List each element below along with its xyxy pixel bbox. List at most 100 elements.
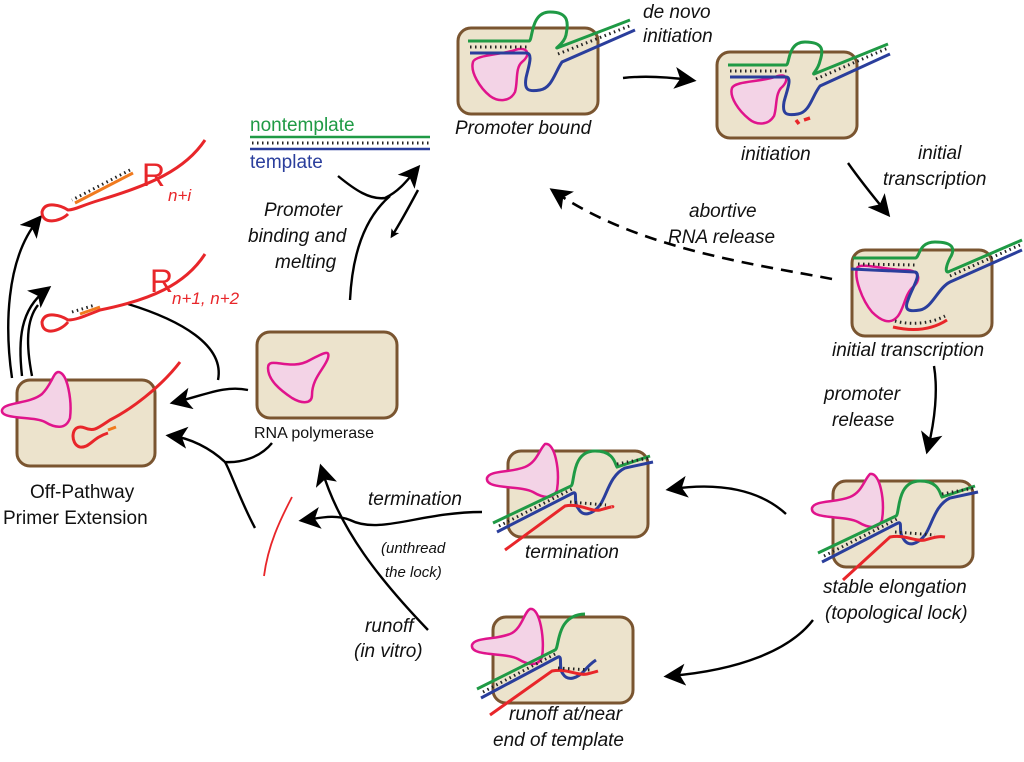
base-pairs <box>941 486 975 496</box>
state-initial-transcription: initial transcription <box>832 238 1023 361</box>
primer-strand <box>74 171 134 205</box>
arrow-promoter-binding <box>337 164 421 200</box>
product-rni: R n+i <box>40 139 207 223</box>
polymerase-icon <box>470 607 545 666</box>
nontemplate-strand <box>728 40 889 76</box>
label-abortive-1: abortive <box>689 201 757 222</box>
label-runoff-2: (in vitro) <box>354 641 423 662</box>
base-pairs <box>71 303 96 314</box>
template-strand <box>470 28 636 93</box>
label-abortive-2: RNA release <box>668 227 775 248</box>
product-rn12: R n+1, n+2 <box>40 253 240 333</box>
state-termination: termination <box>485 442 654 563</box>
rna-hairpin <box>40 139 207 223</box>
rna-hairpin <box>71 361 182 449</box>
rna-transcript <box>892 318 948 331</box>
label-off-pathway-1: Off-Pathway <box>30 482 135 503</box>
arrow-rna-stem <box>223 461 257 529</box>
state-rna-polymerase: RNA polymerase <box>254 330 399 442</box>
label-de-novo-1: de novo <box>643 2 711 23</box>
arrow-to-rn12-inner <box>26 304 39 377</box>
label-promoter-release-2: release <box>832 410 894 431</box>
dna-legend: nontemplate template <box>250 115 430 173</box>
label-unthread-2: the lock) <box>385 564 442 581</box>
base-pairs <box>569 500 607 507</box>
polymerase-icon <box>0 370 72 428</box>
label-off-pathway-2: Primer Extension <box>3 508 148 529</box>
label-initiation: initiation <box>741 144 811 165</box>
template-strand <box>850 248 1023 313</box>
released-rna <box>263 496 293 577</box>
arrow-pol-to-offpathway <box>169 387 249 410</box>
template-strand <box>480 655 597 700</box>
template-strand <box>496 460 654 534</box>
nontemplate-strand <box>817 479 976 555</box>
label-termination-state: termination <box>525 542 619 563</box>
rna-transcript <box>489 668 599 717</box>
base-pairs <box>557 23 633 56</box>
label-promoter-release-1: promoter <box>823 384 901 405</box>
label-initial-transcription: initial transcription <box>832 340 984 361</box>
base-pairs <box>71 168 131 202</box>
arrow-runoff-recycle <box>315 463 429 631</box>
base-pairs <box>616 456 650 466</box>
label-runoff-state-1: runoff at/near <box>509 704 623 725</box>
label-de-novo-2: initiation <box>643 26 713 47</box>
label-promoter-binding-2: binding and <box>248 226 348 247</box>
arrow-initial-transcription <box>847 162 891 218</box>
nucleotide-1 <box>794 118 801 126</box>
arrow-promoter-release <box>921 365 943 455</box>
state-initiation: initiation <box>715 40 891 165</box>
state-runoff: runoff at/near end of template <box>470 607 635 751</box>
label-promoter-binding-1: Promoter <box>264 200 343 221</box>
arrow-termination-release <box>298 507 483 529</box>
base-pairs <box>894 530 936 537</box>
nontemplate-strand <box>468 10 631 50</box>
legend-template: template <box>250 152 323 173</box>
rna-transcript <box>504 503 615 552</box>
base-pairs <box>557 666 591 672</box>
label-rni-base: R <box>142 157 165 193</box>
label-initial-1: initial <box>918 143 962 164</box>
state-off-pathway: Off-Pathway Primer Extension <box>0 361 182 529</box>
primer-extension <box>107 425 117 432</box>
rna-transcript <box>841 534 946 582</box>
legend-nontemplate: nontemplate <box>250 115 355 136</box>
primer-strand <box>79 305 101 316</box>
label-rn12-base: R <box>150 263 173 299</box>
arrow-binding-stem <box>348 195 391 301</box>
label-stable-elongation-1: stable elongation <box>823 577 967 598</box>
label-runoff-1: runoff <box>365 616 415 637</box>
arrow-to-runoff <box>663 619 814 686</box>
template-strand <box>821 490 979 564</box>
arrow-de-novo-initiation <box>622 67 697 89</box>
polymerase-icon <box>855 264 920 323</box>
label-initial-2: transcription <box>883 169 987 190</box>
base-pairs <box>894 314 946 325</box>
state-promoter-bound: Promoter bound <box>455 10 636 139</box>
label-stable-elongation-2: (topological lock) <box>825 603 968 624</box>
nontemplate-strand <box>476 612 586 691</box>
label-runoff-state-2: end of template <box>493 730 624 751</box>
nucleotide-2 <box>803 116 811 122</box>
arrow-to-termination <box>665 475 787 515</box>
polymerase-icon <box>810 472 885 529</box>
template-strand <box>730 52 891 117</box>
label-unthread-1: (unthread <box>381 540 446 557</box>
polymerase-icon <box>471 47 529 102</box>
polymerase-icon <box>266 351 330 404</box>
label-promoter-bound: Promoter bound <box>455 118 593 139</box>
base-pairs <box>498 487 573 528</box>
complex-box <box>15 378 157 468</box>
polymerase-icon <box>485 442 560 499</box>
arrow-abortive-release <box>549 188 833 281</box>
label-termination-transition: termination <box>368 489 462 510</box>
nontemplate-strand <box>853 238 1023 274</box>
label-rn12-sub: n+1, n+2 <box>172 289 240 308</box>
rna-hairpin <box>40 253 207 333</box>
arrow-rn12-to-offpathway <box>127 302 220 381</box>
base-pairs <box>823 517 898 558</box>
arrow-promoter-unbinding <box>390 189 420 239</box>
label-rni-sub: n+i <box>168 186 192 205</box>
